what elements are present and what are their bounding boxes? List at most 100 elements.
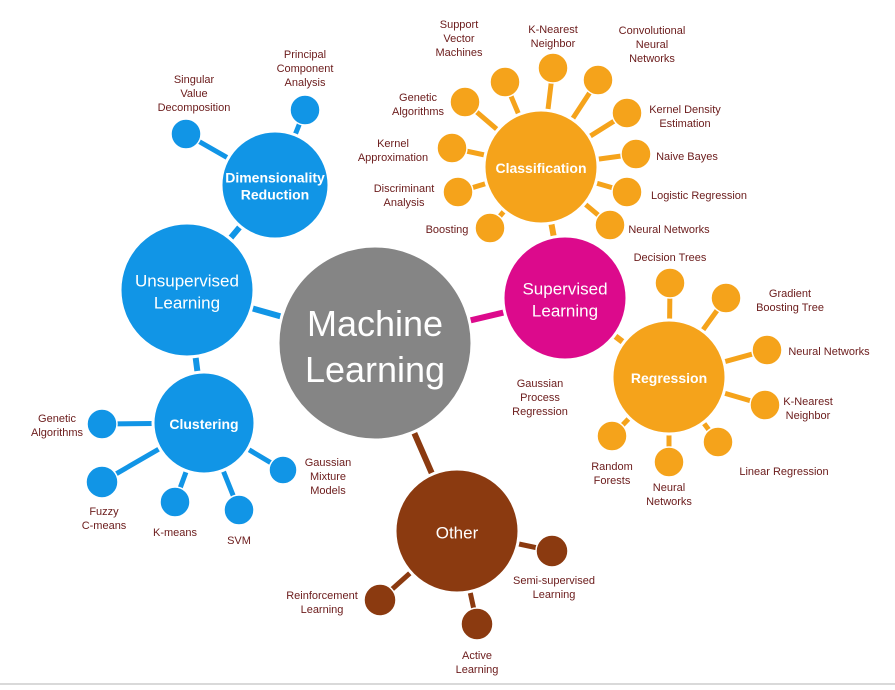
regression-leaf-label-0-line: Decision Trees: [634, 252, 707, 264]
classification-leaf-label-0-line: Support: [440, 19, 479, 31]
clustering-leaf-label-2: K-means: [153, 527, 198, 539]
classification-leaf-label-4-line: Naive Bayes: [656, 151, 718, 163]
classification-leaf-label-1-line: K-Nearest: [528, 24, 578, 36]
regression-leaf-node-0: [654, 267, 686, 299]
regression-leaf-label-2-line: Neural Networks: [788, 346, 870, 358]
classification-leaf-label-7-line: Boosting: [426, 224, 469, 236]
root-label-line: Learning: [305, 349, 445, 390]
classification-node: [482, 108, 600, 226]
classification-leaf-label-4: Naive Bayes: [656, 151, 718, 163]
classification-leaf-label-5-line: Logistic Regression: [651, 190, 747, 202]
classification-leaf-label-5: Logistic Regression: [651, 190, 747, 202]
classification-leaf-label-3-line: Estimation: [659, 118, 710, 130]
supervised-label-line: Supervised: [522, 280, 607, 299]
classification-leaf-label-10-line: Algorithms: [392, 106, 444, 118]
regression-leaf-label-7-line: Regression: [512, 406, 568, 418]
classification-leaf-label-6: Neural Networks: [628, 224, 710, 236]
supervised-learning-node: [501, 234, 629, 362]
other-leaf-node-0: [363, 583, 397, 617]
dimensionality-leaf-label-1-line: Component: [277, 63, 334, 75]
classification-leaf-node-3: [611, 97, 643, 129]
regression-leaf-label-1-line: Gradient: [769, 288, 811, 300]
unsupervised-label-line: Unsupervised: [135, 272, 239, 291]
classification-label: Classification: [495, 160, 586, 176]
concept-nodes: [85, 52, 783, 641]
classification-leaf-node-10: [449, 86, 481, 118]
regression-leaf-label-2: Neural Networks: [788, 346, 870, 358]
clustering-leaf-label-1-line: Fuzzy: [89, 506, 119, 518]
other-leaf-node-1: [460, 607, 494, 641]
dimensionality-leaf-node-0: [170, 118, 202, 150]
classification-leaf-node-0: [489, 66, 521, 98]
classification-leaf-label-9-line: Approximation: [358, 152, 428, 164]
regression-leaf-label-3-line: Neighbor: [786, 410, 831, 422]
other-leaf-label-0-line: Learning: [301, 604, 344, 616]
classification-leaf-node-1: [537, 52, 569, 84]
other-leaf-node-2: [535, 534, 569, 568]
dimensionality-reduction-label-line: Reduction: [241, 186, 309, 202]
root-label-line: Machine: [307, 303, 443, 344]
dimensionality-leaf-label-0-line: Decomposition: [158, 102, 231, 114]
regression-label: Regression: [631, 370, 707, 386]
clustering-leaf-label-1-line: C-means: [82, 520, 127, 532]
classification-leaf-node-2: [582, 64, 614, 96]
classification-leaf-label-2-line: Networks: [629, 53, 675, 65]
classification-leaf-label-0-line: Vector: [443, 33, 475, 45]
regression-leaf-node-2: [751, 334, 783, 366]
clustering-leaf-label-2-line: K-means: [153, 527, 198, 539]
classification-leaf-label-0-line: Machines: [435, 47, 483, 59]
dimensionality-leaf-label-1-line: Principal: [284, 49, 326, 61]
dimensionality-leaf-node-1: [289, 94, 321, 126]
regression-leaf-label-5-line: Networks: [646, 496, 692, 508]
regression-leaf-node-1: [710, 282, 742, 314]
unsupervised-label-line: Learning: [154, 294, 220, 313]
other-label: Other: [436, 524, 479, 543]
classification-leaf-label-10-line: Genetic: [399, 92, 437, 104]
clustering-leaf-label-4-line: Models: [310, 485, 346, 497]
classification-leaf-node-8: [442, 176, 474, 208]
clustering-leaf-node-3: [223, 494, 255, 526]
regression-leaf-label-3-line: K-Nearest: [783, 396, 833, 408]
dimensionality-reduction-label-line: Dimensionality: [225, 169, 325, 185]
classification-leaf-label-9-line: Kernel: [377, 138, 409, 150]
regression-leaf-label-4: Linear Regression: [739, 466, 828, 478]
classification-leaf-node-7: [474, 212, 506, 244]
classification-leaf-node-9: [436, 132, 468, 164]
other-label-line: Other: [436, 524, 479, 543]
classification-leaf-node-4: [620, 138, 652, 170]
clustering-leaf-node-2: [159, 486, 191, 518]
classification-label-line: Classification: [495, 160, 586, 176]
regression-leaf-node-3: [749, 389, 781, 421]
classification-leaf-node-5: [611, 176, 643, 208]
clustering-leaf-label-3: SVM: [227, 535, 251, 547]
clustering-leaf-node-1: [85, 465, 119, 499]
regression-leaf-label-5-line: Neural: [653, 482, 685, 494]
regression-leaf-label-0: Decision Trees: [634, 252, 707, 264]
regression-leaf-node-4: [702, 426, 734, 458]
dimensionality-leaf-label-0-line: Value: [180, 88, 207, 100]
regression-label-line: Regression: [631, 370, 707, 386]
clustering-node: [151, 370, 257, 476]
other-leaf-label-2-line: Semi-supervised: [513, 575, 595, 587]
